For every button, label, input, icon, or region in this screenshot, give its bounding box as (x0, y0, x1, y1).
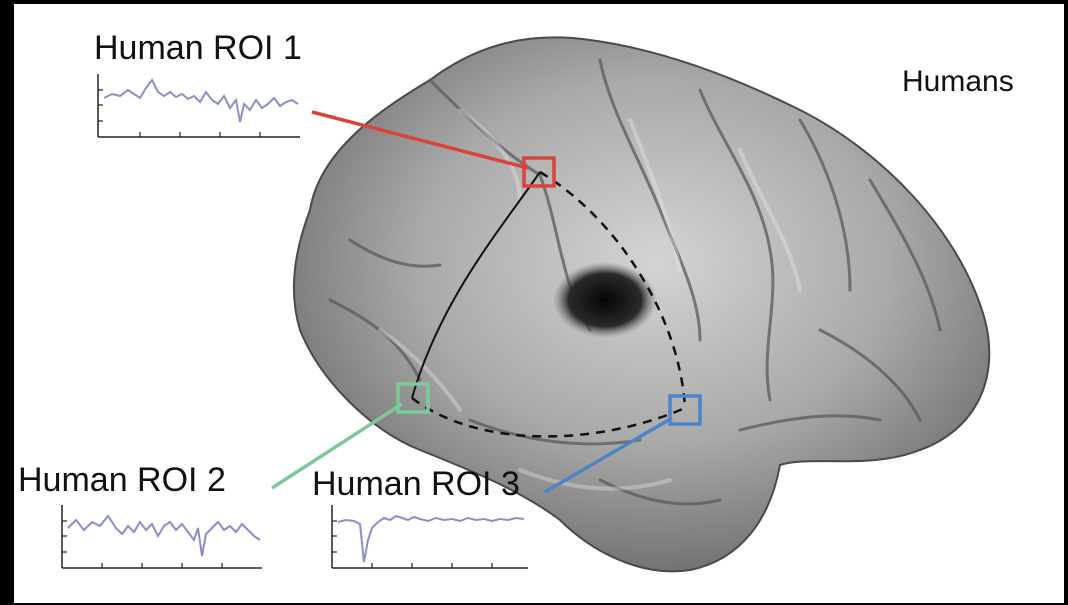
species-label: Humans (902, 67, 1014, 97)
roi1-label: Human ROI 1 (94, 31, 302, 65)
roi3-timecourse (332, 505, 528, 568)
roi2-label: Human ROI 2 (18, 463, 226, 497)
roi3-label: Human ROI 3 (312, 467, 520, 501)
roi2-timecourse (62, 505, 262, 568)
roi1-timecourse (98, 74, 300, 137)
